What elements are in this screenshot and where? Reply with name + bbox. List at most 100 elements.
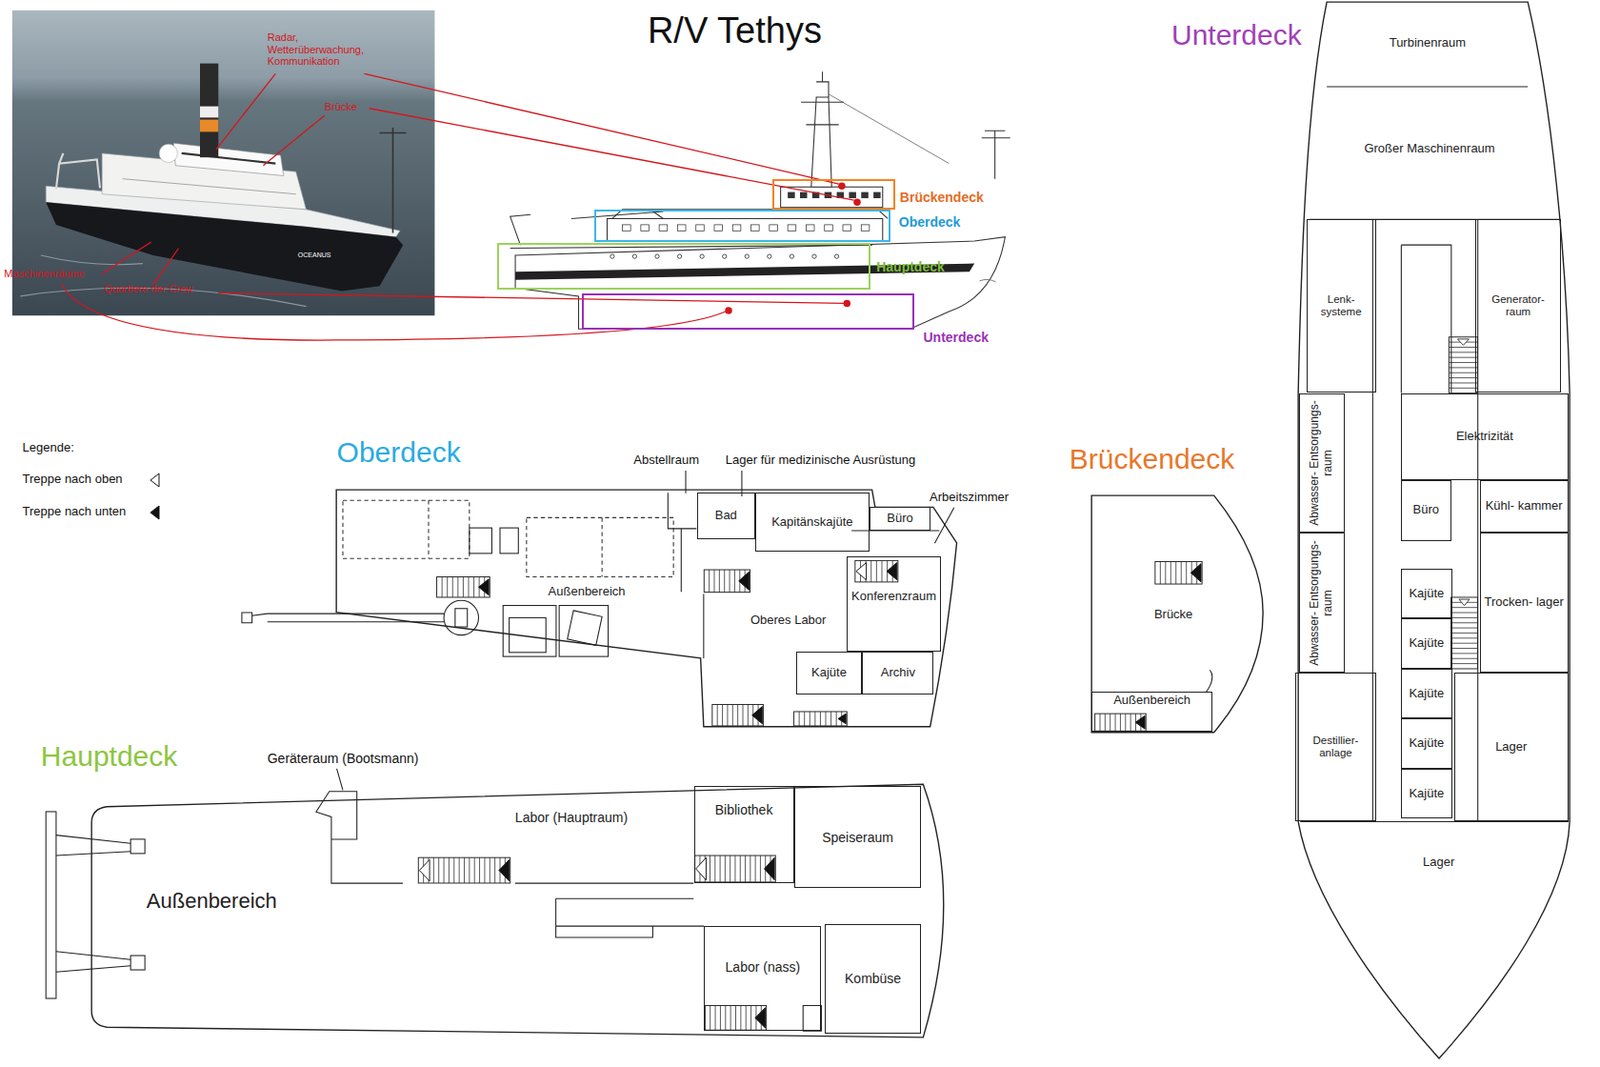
room-name: Oberes Labor	[748, 613, 829, 628]
room-callout: Lager für medizinische Ausrüstung	[725, 453, 916, 468]
stair-step	[870, 560, 872, 582]
hull-outline	[1298, 1, 1570, 1059]
radome	[159, 143, 178, 162]
stair-step	[876, 560, 878, 582]
stair-step	[715, 1005, 717, 1031]
stair-step	[747, 703, 749, 726]
room-box: Kajüte	[1400, 718, 1453, 769]
wall-lines	[316, 790, 704, 937]
bridge-windows	[181, 153, 277, 164]
deck-area	[526, 517, 674, 577]
callout-line	[685, 470, 955, 543]
stair-step	[1451, 606, 1479, 608]
window	[677, 224, 686, 231]
bridge-house	[780, 186, 883, 207]
room-name: Labor (Hauptraum)	[513, 809, 630, 825]
window	[873, 192, 881, 199]
leader-lines	[60, 73, 860, 340]
deck-marker: Brückendeck	[772, 179, 896, 210]
stair-step	[483, 857, 485, 883]
legend-text: Treppe nach unten	[22, 504, 127, 520]
stair-symbol	[1095, 713, 1147, 731]
room-name: Speiseraum	[820, 829, 896, 845]
leader-line	[364, 73, 840, 184]
window	[659, 224, 668, 231]
stair-step	[489, 857, 491, 883]
legend-triangle	[150, 505, 160, 520]
stair-symbol	[794, 711, 848, 726]
stair-step	[714, 855, 716, 882]
crane-arm	[241, 612, 444, 623]
porthole	[700, 254, 704, 259]
window	[714, 224, 723, 231]
leader-line	[101, 241, 151, 274]
stair-step	[474, 857, 476, 883]
stay-wire	[828, 94, 949, 164]
stair-step	[1451, 647, 1479, 649]
room-box: Abwasser- Entsorgungs- raum	[1299, 532, 1345, 673]
room-box: Kapitänskajüte	[755, 492, 870, 551]
leader-dot	[843, 300, 852, 308]
stair-step	[1451, 658, 1479, 660]
mast-band	[200, 120, 219, 133]
stair-step	[443, 857, 445, 883]
wall-lines	[1300, 86, 1569, 821]
stair-down-arrow	[1135, 715, 1145, 729]
stair-step	[1164, 560, 1166, 584]
stair-step	[830, 711, 832, 726]
stair-step	[825, 711, 827, 726]
stair-outline	[1451, 597, 1479, 669]
deck-heading: Oberdeck	[899, 214, 961, 230]
room-box: Außenbereich	[515, 580, 659, 605]
deck-crane	[571, 211, 663, 220]
room-box: Lager	[1454, 672, 1569, 821]
stair-step	[1120, 713, 1121, 731]
callout-line	[337, 768, 343, 791]
room-name: Büro	[884, 511, 915, 526]
room-name: Kombüse	[842, 970, 903, 986]
stair-step	[744, 855, 746, 882]
room-box: Großer Maschinenraum	[1316, 132, 1543, 165]
hull-black	[45, 201, 403, 291]
deck-heading: Brückendeck	[1069, 442, 1235, 477]
deck-heading: Unterdeck	[1171, 19, 1302, 53]
stair-arrow	[1459, 599, 1470, 605]
stair-outline	[704, 1005, 766, 1031]
stair-step	[719, 569, 720, 593]
stair-step	[729, 855, 731, 882]
room-box: Labor (Hauptraum)	[480, 803, 664, 831]
stair-step	[723, 569, 725, 593]
stair-step	[750, 1005, 752, 1031]
stair-step	[709, 855, 711, 882]
window	[848, 192, 857, 199]
mast-rigging	[800, 71, 844, 125]
stair-step	[1180, 560, 1182, 584]
deck-outline	[1296, 0, 1572, 1061]
room-name: Bad	[713, 508, 740, 523]
stair-step	[814, 711, 816, 726]
stair-step	[1170, 560, 1172, 584]
deck-rail	[122, 179, 297, 195]
room-name: Lager	[1493, 740, 1529, 755]
porthole	[789, 254, 794, 259]
room-box: Bad	[697, 492, 756, 539]
photo-callout: Radar, Wetterüberwachung, Kommunikation	[267, 31, 382, 68]
ship-profile	[510, 71, 1011, 329]
room-name: Destillier- anlage	[1296, 734, 1376, 760]
window	[640, 224, 650, 231]
room-callout: Abstellraum	[633, 453, 700, 468]
stair-step	[463, 857, 465, 883]
stair-step	[468, 857, 470, 883]
room-name: Archiv	[879, 665, 918, 680]
stair-step	[724, 855, 726, 882]
porthole	[677, 254, 681, 259]
stair-outline	[712, 703, 764, 726]
hull-outline	[91, 783, 944, 1038]
waterline	[980, 279, 997, 281]
deck-plan: BrückendeckBrückeAußenbereich	[1089, 493, 1265, 735]
deck-plan: HauptdeckAußenbereichLabor (Hauptraum)Bi…	[89, 780, 960, 1040]
photo-callout: Maschinenräume	[3, 267, 84, 280]
stair-step	[740, 1005, 741, 1031]
stair-down-arrow	[739, 571, 750, 590]
stair-step	[446, 577, 448, 598]
